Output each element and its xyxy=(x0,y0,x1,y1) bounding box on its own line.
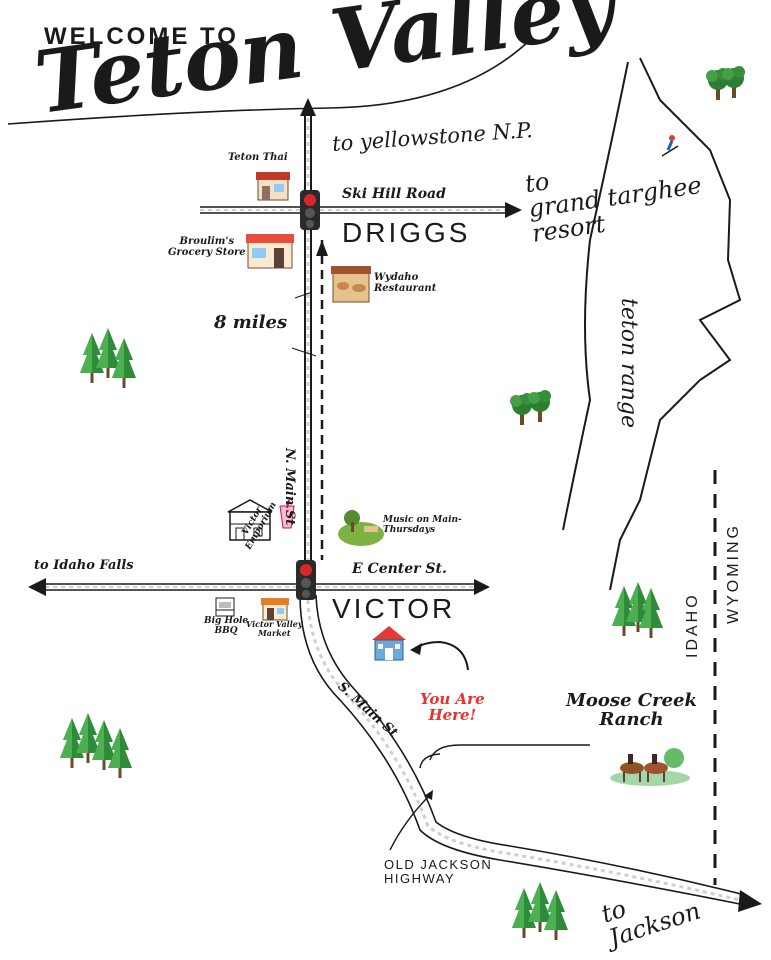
moose-creek-ranch-label: Moose Creek Ranch xyxy=(566,690,697,730)
e-center-st-label: E Center St. xyxy=(352,561,447,577)
teton-range-ridge-east xyxy=(609,57,742,591)
horse-riders-icon xyxy=(610,748,690,786)
n-main-st-road xyxy=(300,98,316,575)
wyoming-label: WYOMING xyxy=(725,523,742,624)
traffic-light-icon xyxy=(300,190,320,230)
ski-hill-road-label: Ski Hill Road xyxy=(342,186,446,202)
skier-icon xyxy=(661,135,679,157)
teton-thai-label: Teton Thai xyxy=(228,152,288,163)
welcome-heading: WELCOME TO xyxy=(44,23,239,50)
emporium-icon xyxy=(227,499,273,541)
s-main-st-road xyxy=(299,594,762,912)
park-icon xyxy=(338,510,384,546)
victor-valley-market-label: Victor Valley Market xyxy=(246,619,303,638)
pine-tree-icon xyxy=(60,713,132,778)
n-main-st-label: N. Main St xyxy=(282,448,297,526)
oak-tree-icon xyxy=(510,390,551,425)
wydaho-label: Wydaho Restaurant xyxy=(374,272,437,294)
old-jackson-highway-label: OLD JACKSON HIGHWAY xyxy=(384,857,493,886)
pine-tree-icon xyxy=(612,582,663,638)
milkshake-icon xyxy=(279,499,295,529)
oak-tree-icon xyxy=(706,66,745,100)
distance-label: 8 miles xyxy=(214,312,288,333)
grocery-store-icon xyxy=(246,234,294,269)
bbq-icon xyxy=(215,597,235,617)
restaurant-icon xyxy=(256,172,290,201)
house-icon xyxy=(372,626,406,661)
e-center-st-road xyxy=(28,578,490,596)
music-on-main-label: Music on Main- Thursdays xyxy=(383,515,462,535)
you-are-here-label: You Are Here! xyxy=(420,690,485,724)
driggs-label: DRIGGS xyxy=(342,217,471,248)
broulims-label: Broulim's Grocery Store xyxy=(168,236,246,258)
traffic-light-icon xyxy=(296,560,316,600)
victor-label: VICTOR xyxy=(332,593,456,624)
big-hole-bbq-label: Big Hole BBQ xyxy=(204,616,249,636)
market-icon xyxy=(261,598,289,621)
to-idaho-falls-label: to Idaho Falls xyxy=(34,558,134,573)
idaho-label: IDAHO xyxy=(684,592,701,658)
teton-range-ridge-west xyxy=(562,61,629,531)
ski-hill-road xyxy=(200,202,522,218)
pine-tree-icon xyxy=(512,882,568,940)
bakery-icon xyxy=(331,266,371,303)
pine-tree-icon xyxy=(80,328,136,388)
teton-range-label: teton range xyxy=(616,298,641,429)
